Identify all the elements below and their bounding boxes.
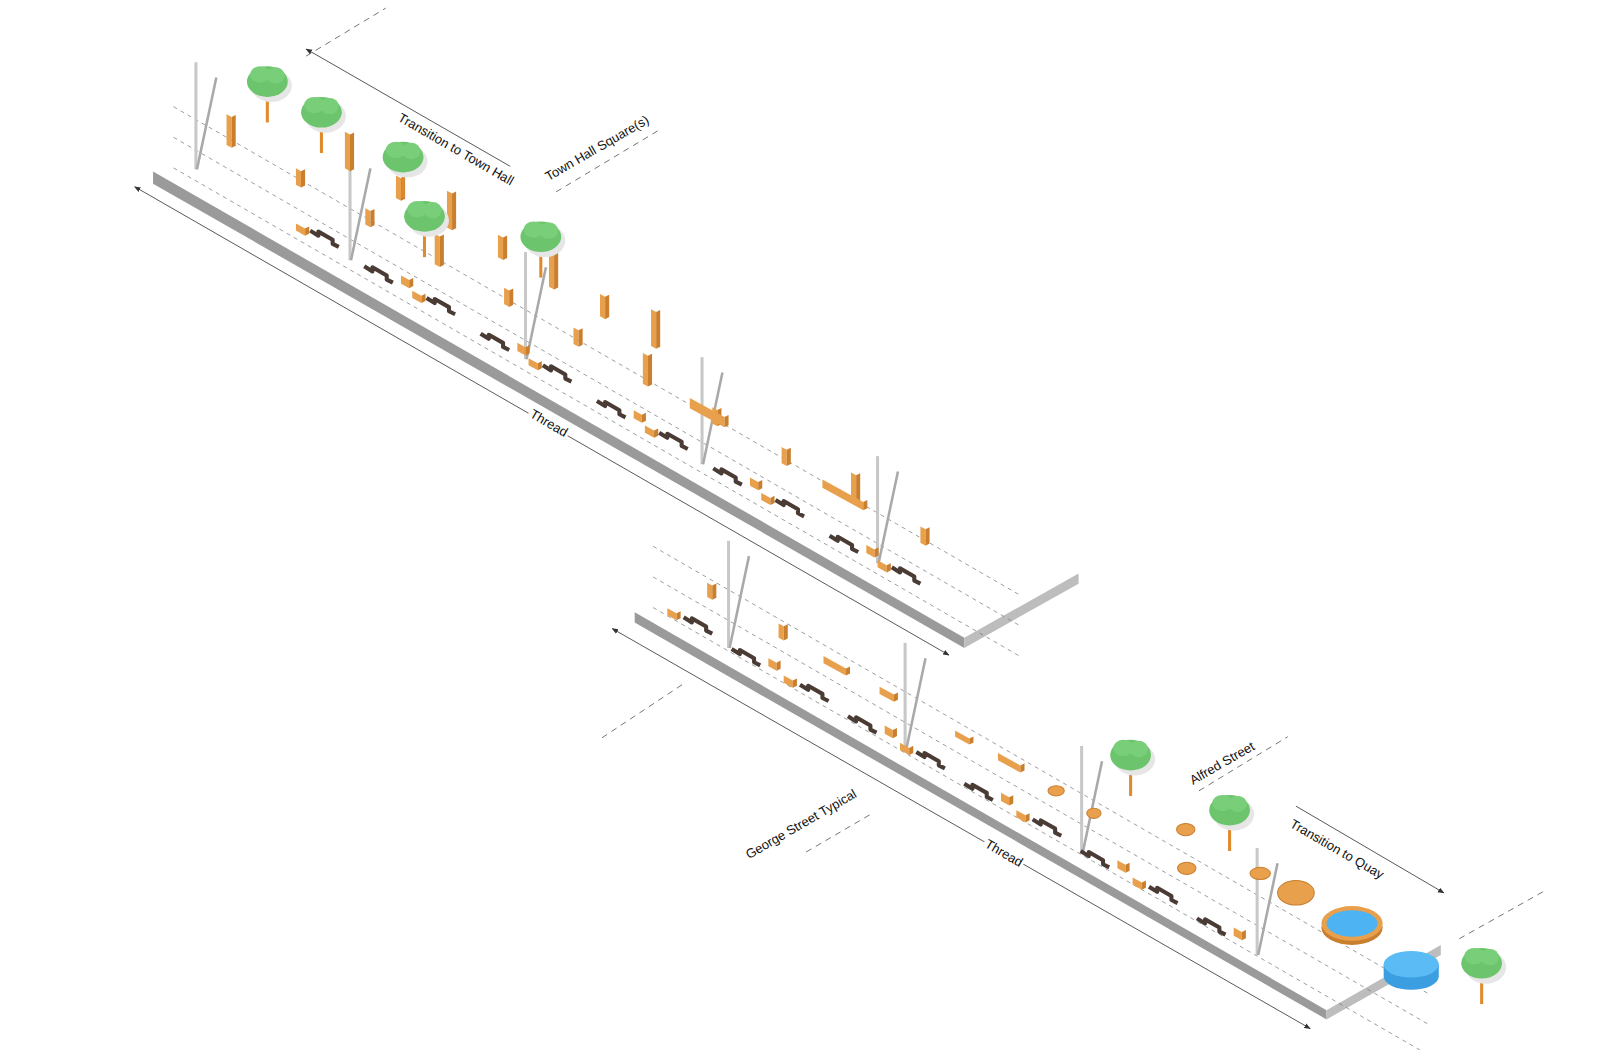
- bench: [597, 401, 626, 417]
- street-label: Alfred Street: [1186, 738, 1260, 789]
- timber-block: [707, 583, 716, 600]
- timber-block: [784, 676, 797, 688]
- timber-block: [504, 288, 513, 307]
- light-pole: [1082, 746, 1102, 853]
- bench: [776, 500, 805, 516]
- timber-block: [667, 608, 680, 620]
- timber-block: [779, 623, 788, 640]
- guide-line: [653, 608, 1429, 1050]
- timber-block: [529, 358, 542, 370]
- timber-block: [634, 410, 646, 423]
- light-pole: [1257, 848, 1277, 955]
- timber-block: [517, 343, 529, 356]
- bench: [1081, 851, 1110, 867]
- guide-line: [173, 168, 1020, 657]
- timber-block: [401, 276, 413, 289]
- timber-block: [880, 687, 898, 702]
- timber-block: [998, 753, 1025, 772]
- bench: [1149, 887, 1178, 903]
- round-seat: [1087, 808, 1101, 818]
- timber-block: [1234, 928, 1246, 941]
- tree: [383, 142, 428, 198]
- timber-block: [296, 223, 309, 235]
- round-seat: [1178, 862, 1196, 874]
- bench: [732, 649, 761, 665]
- bench: [800, 685, 829, 701]
- timber-block: [1117, 860, 1129, 873]
- tree: [404, 201, 449, 257]
- timber-block: [920, 527, 929, 546]
- guide-line: [173, 137, 1020, 626]
- light-pole: [905, 643, 925, 750]
- timber-block: [651, 309, 660, 349]
- bench: [1197, 918, 1226, 934]
- timber-block: [690, 398, 729, 427]
- bench: [427, 298, 456, 314]
- bench: [684, 617, 713, 633]
- bench: [481, 334, 510, 350]
- timber-block: [1133, 878, 1146, 890]
- timber-block: [412, 291, 425, 303]
- guide-line: [653, 546, 1429, 993]
- bench: [848, 716, 877, 732]
- bench: [310, 231, 339, 247]
- light-pole: [526, 252, 546, 359]
- bench: [830, 536, 859, 552]
- timber-block: [645, 426, 658, 438]
- street-label: George Street Typical: [741, 786, 861, 864]
- bench: [1033, 819, 1062, 835]
- tree: [1461, 948, 1506, 1004]
- light-pole: [196, 62, 216, 169]
- street-label: Town Hall Square(s): [541, 111, 653, 185]
- timber-block: [822, 480, 867, 511]
- bench: [892, 567, 921, 583]
- timber-block: [1016, 810, 1029, 822]
- timber-block: [885, 726, 897, 739]
- bench: [964, 784, 993, 800]
- round-seat: [1250, 867, 1270, 879]
- bench: [543, 365, 572, 381]
- timber-block: [750, 478, 762, 491]
- tree: [1209, 795, 1254, 851]
- timber-block: [761, 493, 774, 505]
- round-seat: [1177, 823, 1195, 835]
- tree: [520, 221, 565, 277]
- timber-block: [878, 560, 891, 572]
- bench: [364, 266, 393, 282]
- timber-block: [227, 114, 236, 147]
- bench: [916, 752, 945, 768]
- timber-block: [782, 447, 791, 466]
- timber-block: [573, 328, 582, 347]
- timber-block: [1001, 793, 1013, 806]
- timber-block: [345, 132, 354, 172]
- timber-block: [866, 545, 878, 558]
- light-pole: [878, 456, 898, 563]
- timber-block: [600, 294, 609, 319]
- guide-line: [173, 107, 1020, 596]
- bench: [713, 468, 742, 484]
- timber-block: [643, 353, 652, 386]
- timber-block: [365, 208, 374, 227]
- round-seat: [1048, 786, 1064, 796]
- timber-block: [498, 235, 507, 260]
- tree: [1110, 740, 1155, 796]
- tree: [301, 97, 346, 153]
- timber-block: [435, 234, 444, 267]
- timber-block: [900, 743, 913, 755]
- bench: [659, 433, 688, 449]
- guide-line: [653, 577, 1429, 1024]
- timber-block: [823, 656, 850, 675]
- timber-block: [296, 168, 305, 187]
- light-pole: [729, 541, 749, 648]
- timber-block: [768, 658, 780, 671]
- tree: [247, 66, 292, 122]
- timber-block: [955, 731, 973, 745]
